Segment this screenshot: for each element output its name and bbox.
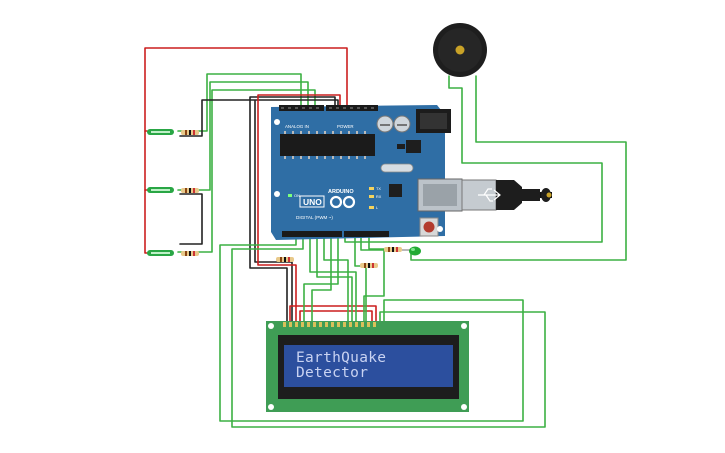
digital-header-1[interactable] [282, 231, 342, 237]
wire-green-lcd-rs[interactable] [303, 233, 339, 322]
wire-green-lcd-d4[interactable] [316, 233, 353, 322]
sensor-module-3[interactable] [147, 250, 174, 256]
tx-text: TX [376, 187, 381, 191]
wire-black-lcd-gnd[interactable] [249, 96, 336, 322]
wire-green-lcd-d5[interactable] [323, 233, 349, 322]
wire-red-lcd-a[interactable] [289, 305, 377, 322]
wire-green-lcd-d7[interactable] [360, 233, 385, 322]
arduino-infinity-logo [329, 195, 356, 209]
analog-in-text: ANALOG IN [285, 124, 309, 129]
resistor-sensor-1[interactable] [181, 130, 199, 135]
green-led[interactable] [409, 246, 421, 256]
wire-red-sensor-link1[interactable] [144, 130, 149, 191]
uno-logo-box [299, 195, 325, 208]
digital-text: DIGITAL (PWM ~) [296, 215, 333, 220]
wire-green-lcd-en[interactable] [311, 233, 332, 322]
atmega-chip [280, 134, 375, 156]
voltage-regulator [406, 140, 421, 153]
lcd-screen [284, 345, 453, 387]
lcd-display-text: EarthQuake Detector [296, 351, 446, 381]
wire-green-buzzer-2[interactable] [410, 75, 627, 261]
wires [144, 47, 627, 428]
wire-black-sensor-gnd[interactable] [179, 99, 339, 137]
resistor-lcd-contrast[interactable] [360, 263, 378, 268]
wire-green-lcd-d1[interactable] [219, 233, 524, 422]
wire-red-lcd-contrast[interactable] [299, 310, 373, 322]
usb-chip [389, 184, 402, 197]
capacitor-2 [393, 115, 411, 133]
resistor-led[interactable] [384, 247, 402, 252]
power-text: POWER [337, 124, 354, 129]
wire-red-lcd-vcc[interactable] [257, 94, 341, 322]
wire-red-sensor-link2[interactable] [144, 189, 149, 254]
lcd-line-1: EarthQuake [296, 350, 387, 366]
resistor-sensor-3[interactable] [181, 251, 199, 256]
rx-text: RX [376, 195, 382, 199]
on-led [288, 194, 292, 197]
analog-header[interactable] [279, 105, 324, 111]
piezo-buzzer[interactable] [433, 23, 487, 77]
resistor-sensor-2[interactable] [181, 188, 199, 193]
usb-cable[interactable] [461, 179, 552, 211]
wire-black-sensor-gnd2[interactable] [179, 193, 203, 245]
crystal-oscillator [380, 163, 414, 173]
wire-black-lcd-gnd2[interactable] [254, 100, 293, 322]
resistor-lcd-backlight[interactable] [276, 257, 294, 262]
arduino-brand: ARDUINO [328, 189, 354, 195]
wire-green-lcd-d2[interactable] [231, 233, 546, 428]
wire-green-led[interactable] [368, 233, 385, 250]
digital-header-2[interactable] [344, 231, 389, 237]
sensor-module-1[interactable] [147, 129, 174, 135]
lcd-16x2[interactable] [266, 321, 469, 412]
wire-green-buzzer-1[interactable] [344, 75, 603, 243]
on-text: ON [294, 193, 300, 198]
wire-green-lcd-d3[interactable] [309, 233, 357, 322]
arduino-uno-board[interactable]: ANALOG IN ANALOG IN POWER DIGITAL (PWM ~… [271, 105, 463, 240]
lcd-line-2: Detector [296, 365, 369, 381]
uno-label: UNO [303, 197, 322, 207]
l-text: L [376, 206, 378, 210]
capacitor-1 [376, 115, 394, 133]
sensor-module-2[interactable] [147, 187, 174, 193]
